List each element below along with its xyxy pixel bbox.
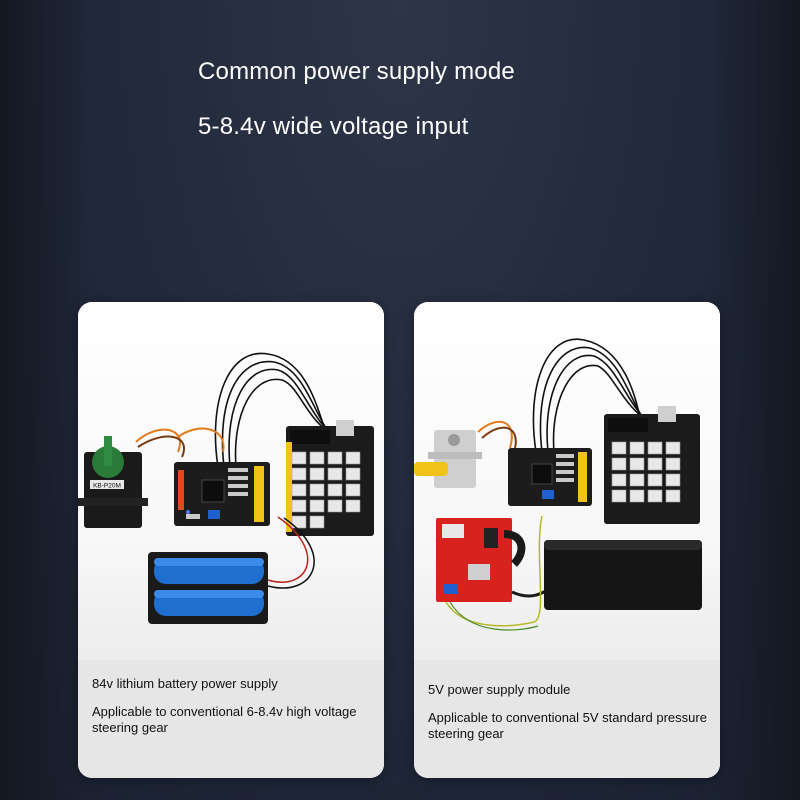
card-title: 84v lithium battery power supply <box>92 676 278 691</box>
headline-voltage: 5-8.4v wide voltage input <box>198 113 469 140</box>
card-5v-module: 5V power supply module Applicable to con… <box>414 302 720 778</box>
caption-5v: 5V power supply module Applicable to con… <box>414 660 720 778</box>
battery-setup-illustration: KB-P20M <box>78 352 374 624</box>
servo-motor <box>414 430 482 488</box>
photo-5v-setup <box>414 302 720 660</box>
expansion-board <box>286 420 374 536</box>
controller-board <box>174 462 270 526</box>
photo-battery-setup: KB-P20M <box>78 302 384 660</box>
card-title: 5V power supply module <box>428 682 571 697</box>
card-description: Applicable to conventional 5V standard p… <box>428 710 707 741</box>
battery-box <box>544 540 702 610</box>
card-description: Applicable to conventional 6-8.4v high v… <box>92 704 357 735</box>
card-lithium-battery: KB-P20M <box>78 302 384 778</box>
lithium-battery-pack <box>148 552 268 624</box>
servo-motor: KB-P20M <box>78 436 148 528</box>
servo-label: KB-P20M <box>93 483 121 490</box>
left-vignette <box>0 0 90 800</box>
5v-setup-illustration <box>414 338 702 631</box>
controller-board <box>508 448 592 506</box>
expansion-board <box>604 406 700 524</box>
right-vignette <box>710 0 800 800</box>
5v-power-module <box>436 518 512 602</box>
headline-mode: Common power supply mode <box>198 58 515 85</box>
caption-lithium: 84v lithium battery power supply Applica… <box>78 660 384 778</box>
